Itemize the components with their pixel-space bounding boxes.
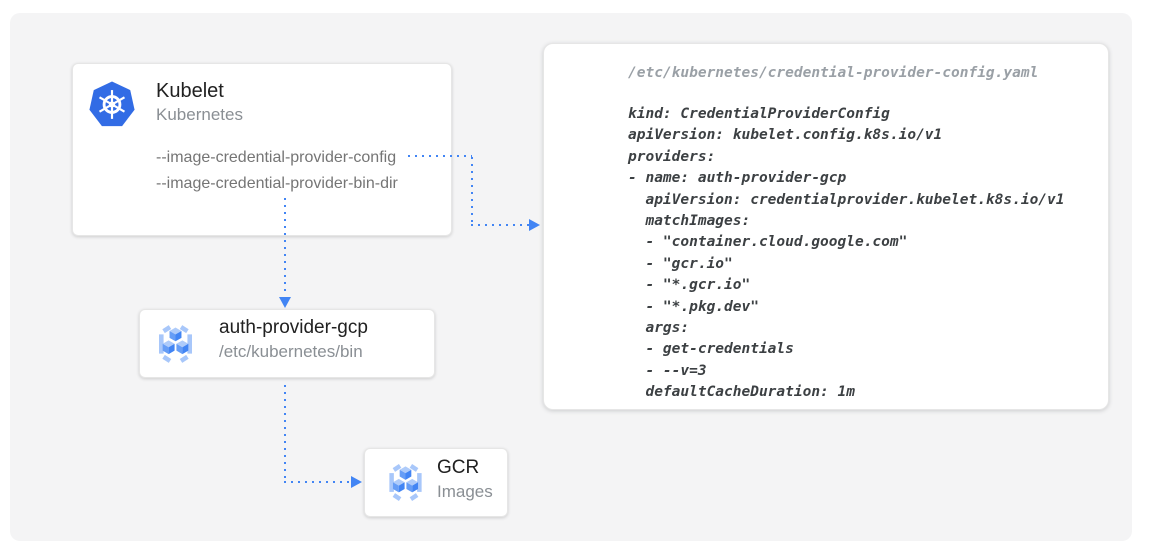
config-file-path: /etc/kubernetes/credential-provider-conf… [628,65,1039,81]
kubelet-subtitle: Kubernetes [156,105,243,124]
node-auth-provider-gcp: auth-provider-gcp /etc/kubernetes/bin [139,309,435,378]
flag-image-credential-provider-config: --image-credential-provider-config [156,149,397,166]
gcr-cubes-icon [384,461,427,509]
gcr-subtitle: Images [437,482,493,501]
arrowhead-into-auth-provider [279,297,291,308]
connector-flag-to-config-v [471,157,473,225]
diagram-canvas: Kubelet Kubernetes --image-credential-pr… [10,13,1132,541]
gcr-cubes-icon [153,322,198,371]
auth-provider-subtitle: /etc/kubernetes/bin [219,342,363,361]
flag-image-credential-provider-bin-dir: --image-credential-provider-bin-dir [156,175,398,192]
kubelet-flags: --image-credential-provider-config --ima… [156,145,398,197]
gcr-title: GCR [437,457,480,478]
arrowhead-into-gcr [351,476,362,488]
kubelet-title: Kubelet [156,80,224,102]
credential-provider-config-panel: /etc/kubernetes/credential-provider-conf… [543,43,1109,410]
connector-kubelet-to-auth-v [284,198,286,296]
connector-auth-to-gcr-v [284,385,286,481]
connector-auth-to-gcr-h [284,481,350,483]
node-kubelet: Kubelet Kubernetes --image-credential-pr… [72,63,452,236]
connector-flag-to-config-h2 [471,224,529,226]
arrowhead-into-config-panel [529,219,540,231]
connector-flag-to-config-h1 [408,155,472,157]
config-yaml-code: kind: CredentialProviderConfig apiVersio… [628,106,1065,401]
node-gcr: GCR Images [364,448,508,517]
kubernetes-helm-icon [87,80,137,133]
auth-provider-title: auth-provider-gcp [219,317,368,338]
